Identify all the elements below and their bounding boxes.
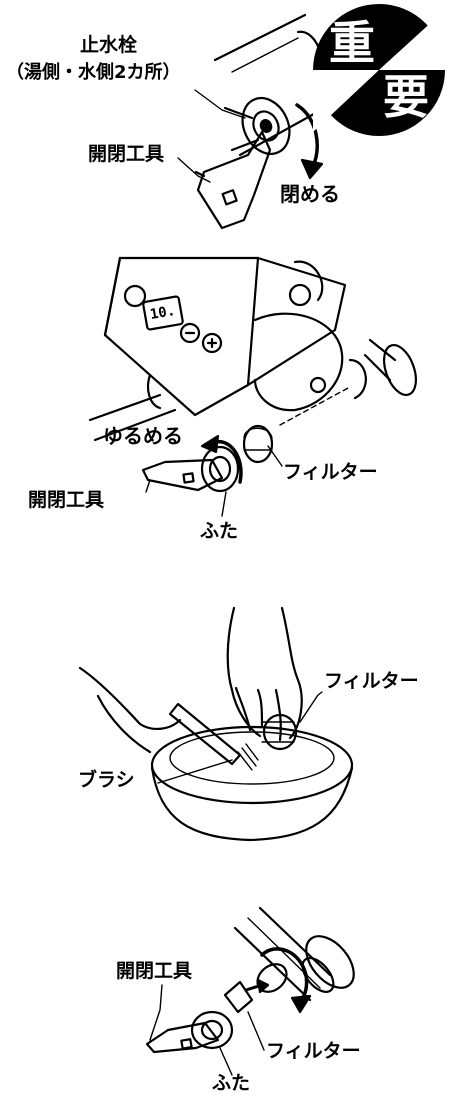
brush: [168, 702, 242, 766]
step4-pipe: [233, 906, 332, 1002]
step4-illustration: [145, 906, 355, 1054]
step2-tool-label: 開閉工具: [28, 489, 105, 511]
water-bowl: [150, 725, 354, 805]
step2-filter-label: フィルター: [283, 461, 378, 483]
step2-cap: [200, 445, 240, 493]
step4-cap-label: ふた: [212, 1072, 251, 1094]
badge-char-bottom: 要: [383, 70, 429, 124]
left-hand: [78, 666, 182, 754]
step4-filter-label: フィルター: [266, 1040, 361, 1062]
step2-illustration: [88, 256, 417, 493]
important-badge: 重 要: [311, 2, 447, 138]
minus-button: [179, 322, 201, 344]
brush-label: ブラシ: [78, 769, 135, 791]
loosen-label: ゆるめる: [103, 424, 183, 448]
step2-cap-label: ふた: [200, 520, 239, 542]
step1-tool-label: 開閉工具: [88, 143, 165, 165]
faucet-display: [142, 295, 184, 331]
badge-shape: [313, 4, 447, 136]
leader-lines: [145, 89, 323, 1076]
close-label: 閉める: [280, 182, 340, 206]
step3-filter: [262, 713, 298, 751]
step4-cap: [190, 1010, 234, 1050]
step3-illustration: [78, 606, 354, 842]
step1-illustration: [194, 13, 332, 230]
step4-filter: [223, 980, 254, 1014]
step3-filter-label: フィルター: [324, 670, 419, 692]
stop-valve-label: 止水栓: [80, 34, 138, 56]
step2-tool: [141, 458, 224, 492]
step2-filter: [242, 424, 274, 464]
stop-valve-sublabel: （湯側・水側2カ所）: [6, 62, 181, 83]
stop-valve: [241, 97, 291, 155]
display-value: 10.: [148, 302, 177, 324]
badge-char-top: 重: [329, 16, 375, 70]
step4-tool-label: 開閉工具: [116, 960, 193, 982]
plus-button: [201, 332, 223, 354]
step1-tool: [196, 130, 272, 230]
step4-tool: [145, 1021, 220, 1054]
